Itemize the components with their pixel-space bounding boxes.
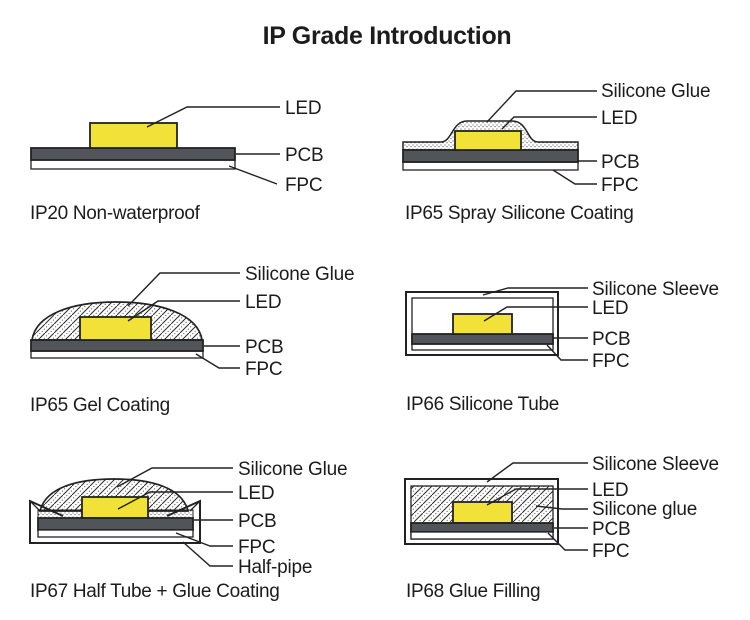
caption-ip66: IP66 Silicone Tube xyxy=(406,394,559,415)
leader-fpc xyxy=(552,169,597,185)
pcb-layer xyxy=(37,517,194,531)
pcb-layer xyxy=(30,339,204,352)
diagram-ip65-spray: Silicone Glue LED PCB FPC IP65 Spray Sil… xyxy=(402,81,711,224)
diagram-ip67: Silicone Glue LED PCB FPC Half-pipe IP67… xyxy=(29,459,348,602)
leader-led xyxy=(127,300,240,322)
caption-ip65-spray: IP65 Spray Silicone Coating xyxy=(405,203,633,224)
label-fpc: FPC xyxy=(592,351,629,372)
gel-dome xyxy=(38,478,190,512)
label-led: LED xyxy=(592,298,628,319)
label-silicone-glue: Silicone Glue xyxy=(601,81,710,102)
caption-ip68: IP68 Glue Filling xyxy=(406,581,540,602)
led-chip xyxy=(81,496,149,519)
leader-fpc xyxy=(546,344,588,361)
leader-fpc xyxy=(547,532,588,551)
page-title: IP Grade Introduction xyxy=(263,22,512,50)
leader-led xyxy=(483,306,588,322)
led-chip xyxy=(452,313,513,335)
label-pcb: PCB xyxy=(592,519,630,540)
half-pipe-shell xyxy=(29,499,201,544)
led-chip xyxy=(452,501,513,524)
label-pcb: PCB xyxy=(245,337,283,358)
label-led: LED xyxy=(601,108,637,129)
leader-half-pipe xyxy=(182,541,233,567)
leader-silicone-glue xyxy=(486,90,597,123)
fpc-layer xyxy=(37,529,194,538)
fpc-layer xyxy=(410,531,554,540)
leader-led xyxy=(146,106,280,128)
led-chip xyxy=(89,122,178,149)
leader-led xyxy=(486,488,588,506)
leader-silicone-sleeve xyxy=(482,287,588,296)
pcb-layer xyxy=(402,149,579,163)
label-pcb: PCB xyxy=(285,145,323,166)
led-chip xyxy=(79,316,152,341)
leader-silicone-glue xyxy=(127,272,240,307)
caption-ip20: IP20 Non-waterproof xyxy=(30,203,201,224)
diagram-ip66: Silicone Sleeve LED PCB FPC IP66 Silicon… xyxy=(405,279,719,415)
label-pcb: PCB xyxy=(592,329,630,350)
label-fpc: FPC xyxy=(592,541,629,562)
fpc-layer xyxy=(30,350,204,359)
label-led: LED xyxy=(245,292,281,313)
leader-led xyxy=(501,116,597,130)
label-led: LED xyxy=(592,480,628,501)
pcb-layer xyxy=(30,147,236,161)
leader-fpc xyxy=(228,165,278,185)
diagram-ip68: Silicone Sleeve LED Silicone glue PCB FP… xyxy=(404,454,719,602)
label-silicone-glue: Silicone glue xyxy=(592,499,697,520)
label-silicone-sleeve: Silicone Sleeve xyxy=(592,279,719,300)
label-led: LED xyxy=(238,483,274,504)
diagram-ip20: LED PCB FPC IP20 Non-waterproof xyxy=(30,98,324,224)
leader-silicone-sleeve xyxy=(486,462,588,483)
label-silicone-sleeve: Silicone Sleeve xyxy=(592,454,719,475)
label-pcb: PCB xyxy=(601,152,639,173)
leader-silicone-glue xyxy=(535,505,588,510)
label-fpc: FPC xyxy=(245,359,282,380)
label-fpc: FPC xyxy=(238,537,275,558)
label-silicone-glue: Silicone Glue xyxy=(245,264,354,285)
caption-ip67: IP67 Half Tube + Glue Coating xyxy=(30,581,280,602)
diagram-ip65-gel: Silicone Glue LED PCB FPC IP65 Gel Coati… xyxy=(30,264,355,416)
leader-led xyxy=(117,491,233,510)
label-led: LED xyxy=(285,98,321,119)
fpc-layer xyxy=(402,161,579,171)
half-pipe-flare-lines xyxy=(29,500,201,512)
caption-ip65-gel: IP65 Gel Coating xyxy=(30,395,170,416)
label-fpc: FPC xyxy=(285,175,322,196)
leader-silicone-glue xyxy=(116,467,233,488)
leader-fpc xyxy=(175,532,233,547)
pcb-layer xyxy=(411,333,554,345)
fpc-layer xyxy=(30,159,236,170)
label-half-pipe: Half-pipe xyxy=(238,557,312,578)
label-silicone-glue: Silicone Glue xyxy=(238,459,347,480)
leader-fpc xyxy=(195,353,240,369)
label-pcb: PCB xyxy=(238,511,276,532)
pcb-layer xyxy=(410,522,554,533)
label-fpc: FPC xyxy=(601,175,638,196)
led-chip xyxy=(454,130,522,151)
